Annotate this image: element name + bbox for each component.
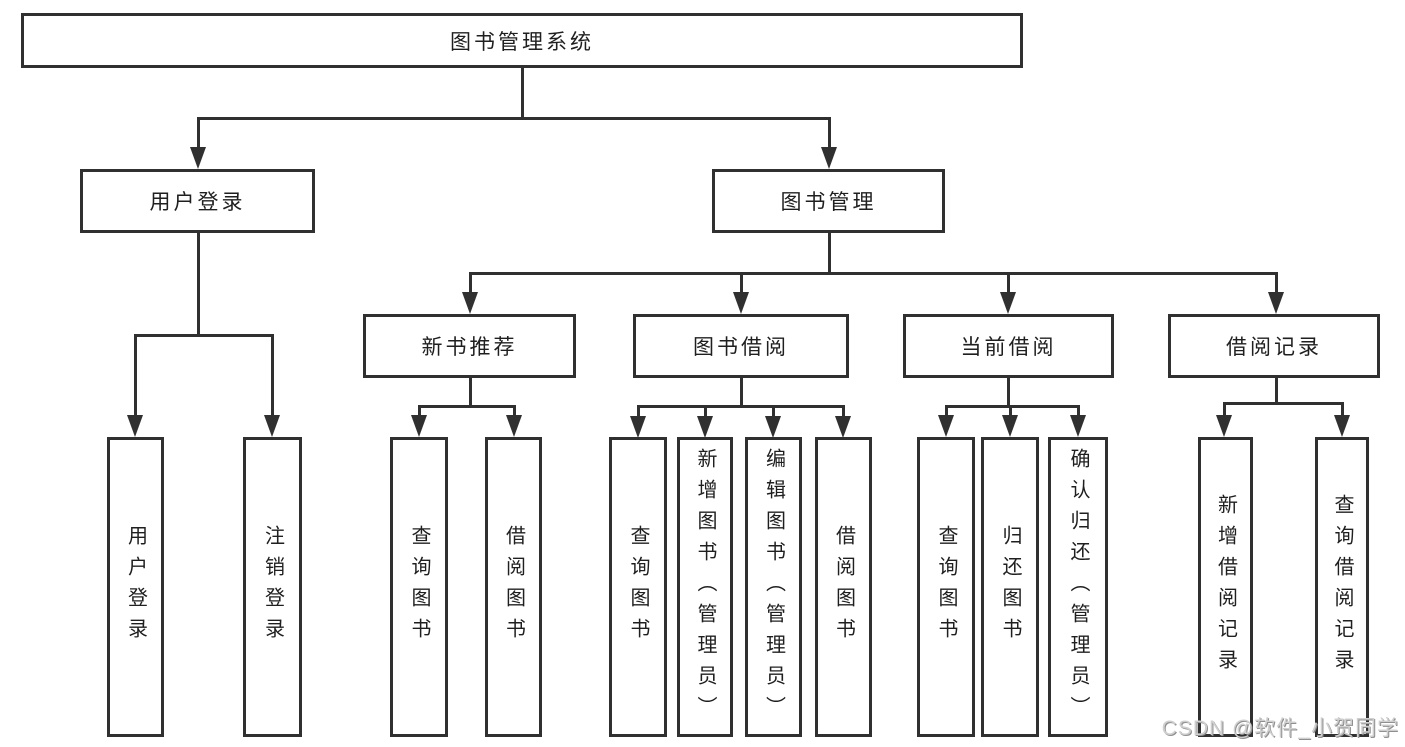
arrowhead-icon [733,292,749,314]
node-borrowing-query-books: 查询图书 [609,437,667,737]
arrow-stem [1274,273,1278,296]
arrow-stem [703,406,707,420]
node-current-query-books: 查询图书 [917,437,975,737]
arrow-stem [1006,273,1010,296]
arrow-stem [827,118,831,151]
arrow-stem [196,118,200,151]
connector-stem [468,378,472,406]
arrowhead-icon [127,415,143,437]
connector-stem [739,378,743,406]
node-query-borrow-record: 查询借阅记录 [1315,437,1369,737]
arrowhead-icon [264,415,280,437]
arrowhead-icon [938,415,954,437]
csdn-watermark: CSDN @软件_小贺同学 [1161,717,1399,740]
node-library-management-system: 图书管理系统 [21,13,1023,68]
arrow-stem [636,406,640,420]
connector-bar [1222,401,1344,405]
arrowhead-icon [1216,415,1232,437]
node-recommend-borrow-books: 借阅图书 [485,437,542,737]
node-user-login: 用户登录 [107,437,164,737]
connector-bar [417,404,516,408]
arrowhead-icon [835,416,851,438]
arrowhead-icon [1268,292,1284,314]
arrowhead-icon [697,416,713,438]
node-borrowing-records: 借阅记录 [1168,314,1380,378]
arrow-stem [270,335,274,419]
connector-stem [196,233,200,335]
arrow-stem [417,406,421,419]
arrow-stem [1340,403,1344,419]
arrowhead-icon [1002,415,1018,437]
node-add-borrow-record: 新增借阅记录 [1198,437,1253,737]
arrow-stem [1076,406,1080,419]
arrowhead-icon [411,415,427,437]
node-logout: 注销登录 [243,437,302,737]
arrowhead-icon [506,415,522,437]
node-new-book-recommend: 新书推荐 [363,314,576,378]
arrow-stem [944,406,948,419]
node-recommend-query-books: 查询图书 [390,437,448,737]
arrowhead-icon [630,416,646,438]
connector-stem [1274,378,1278,403]
node-book-management-module: 图书管理 [712,169,945,233]
node-confirm-return-admin: 确认归还（管理员） [1048,437,1108,737]
arrowhead-icon [190,147,206,169]
connector-bar [944,404,1080,408]
node-add-books-admin: 新增图书（管理员） [677,437,733,737]
connector-stem [1006,378,1010,406]
arrow-stem [1222,403,1226,419]
arrow-stem [512,406,516,419]
arrow-stem [771,406,775,420]
arrowhead-icon [1334,415,1350,437]
arrowhead-icon [821,147,837,169]
arrow-stem [133,335,137,419]
arrow-stem [841,406,845,420]
arrowhead-icon [1070,415,1086,437]
connector-bar [133,333,274,337]
node-return-books: 归还图书 [981,437,1039,737]
node-edit-books-admin: 编辑图书（管理员） [745,437,802,737]
connector-stem [827,233,831,273]
arrow-stem [739,273,743,296]
arrowhead-icon [1000,292,1016,314]
arrow-stem [468,273,472,296]
node-book-borrowing: 图书借阅 [633,314,849,378]
connector-bar [196,116,831,120]
node-user-login-module: 用户登录 [80,169,315,233]
arrowhead-icon [462,292,478,314]
node-current-borrowing: 当前借阅 [903,314,1114,378]
arrow-stem [1008,406,1012,419]
node-borrow-books: 借阅图书 [815,437,872,737]
connector-bar [636,404,845,408]
connector-stem [520,68,524,118]
connector-bar [468,271,1278,275]
arrowhead-icon [765,416,781,438]
